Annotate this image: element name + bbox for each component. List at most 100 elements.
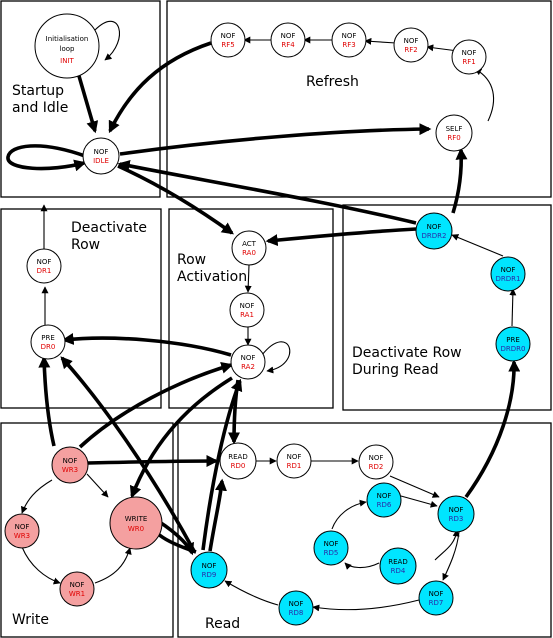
edge-rd9-ra2 <box>201 378 243 551</box>
svg-text:NOF: NOF <box>202 562 217 570</box>
state-rf1[interactable]: NOF RF1 <box>451 39 487 75</box>
state-wr3a[interactable]: NOF WR3 <box>51 446 89 484</box>
svg-text:NOF: NOF <box>37 258 52 266</box>
svg-text:RF2: RF2 <box>404 46 417 54</box>
edge-wr3b-wr1 <box>21 546 61 585</box>
edge-drdr0-drdr1 <box>509 288 517 327</box>
edge-rd4-rd5 <box>344 562 380 570</box>
svg-text:RD0: RD0 <box>231 462 246 470</box>
edge-ra2-dr0 <box>61 333 232 357</box>
edge-rd5-rd6 <box>331 499 367 530</box>
svg-text:SELF: SELF <box>446 125 463 133</box>
svg-text:NOF: NOF <box>369 454 384 462</box>
state-drdr2[interactable]: NOF DRDR2 <box>415 212 453 250</box>
edge-rd3-rd7 <box>442 531 460 581</box>
svg-text:INIT: INIT <box>60 57 74 65</box>
state-ra2[interactable]: NOF RA2 <box>230 344 266 380</box>
edge-drdr2-rf0 <box>451 147 468 214</box>
state-dr1[interactable]: NOF DR1 <box>26 248 62 284</box>
state-wr1[interactable]: NOF WR1 <box>59 571 95 607</box>
edge-wr3a-wr3b <box>20 479 53 514</box>
state-idle[interactable]: NOF IDLE <box>82 137 120 175</box>
edge-rd9-rd0 <box>208 478 227 552</box>
svg-text:Initialisation: Initialisation <box>46 35 89 43</box>
svg-text:RD6: RD6 <box>377 501 392 509</box>
svg-text:loop: loop <box>60 45 76 53</box>
edge-drdr2-idle <box>117 159 417 225</box>
state-rd5[interactable]: NOF RD5 <box>313 530 349 566</box>
edge-init-self-loop <box>94 20 120 61</box>
edge-wr3a-wr0 <box>86 473 109 498</box>
svg-text:ACT: ACT <box>242 240 257 248</box>
region-box-startup <box>0 0 161 198</box>
edge-rd9-dr0 <box>60 356 196 552</box>
state-wr3b[interactable]: NOF WR3 <box>4 513 40 549</box>
state-ra0[interactable]: ACT RA0 <box>231 230 267 266</box>
edge-ra2-wr0 <box>129 376 233 499</box>
state-rd8[interactable]: NOF RD8 <box>278 590 314 626</box>
state-rd9[interactable]: NOF RD9 <box>190 551 228 589</box>
svg-text:RA0: RA0 <box>242 249 256 257</box>
svg-text:RF3: RF3 <box>342 41 355 49</box>
state-rf2[interactable]: NOF RF2 <box>393 27 429 63</box>
svg-text:RD5: RD5 <box>324 549 339 557</box>
svg-text:NOF: NOF <box>281 32 296 40</box>
edge-drdr1-drdr2 <box>451 234 504 257</box>
svg-text:RD4: RD4 <box>391 567 406 575</box>
state-dr0[interactable]: PRE DR0 <box>30 324 66 360</box>
state-rd0[interactable]: READ RD0 <box>219 442 257 480</box>
svg-text:RA1: RA1 <box>240 311 254 319</box>
svg-text:PRE: PRE <box>41 334 55 342</box>
edge-init-idle <box>77 75 99 134</box>
state-ra1[interactable]: NOF RA1 <box>229 292 265 328</box>
state-rd1[interactable]: NOF RD1 <box>276 443 312 479</box>
svg-text:DRDR1: DRDR1 <box>496 275 521 283</box>
svg-text:NOF: NOF <box>427 223 442 231</box>
edge-idle-self-loop <box>6 144 87 172</box>
svg-text:RA2: RA2 <box>241 363 255 371</box>
svg-text:NOF: NOF <box>404 37 419 45</box>
svg-text:DR0: DR0 <box>41 343 56 351</box>
edge-wr1-wr0 <box>94 547 132 584</box>
state-init[interactable]: Initialisation loop INIT <box>34 13 100 79</box>
svg-text:RF4: RF4 <box>281 41 295 49</box>
svg-text:NOF: NOF <box>94 148 109 156</box>
state-rd6[interactable]: NOF RD6 <box>366 482 402 518</box>
state-drdr1[interactable]: NOF DRDR1 <box>490 256 526 292</box>
edge-rd8-rd9 <box>224 580 279 606</box>
svg-text:NOF: NOF <box>449 506 464 514</box>
svg-text:DRDR0: DRDR0 <box>501 345 526 353</box>
edge-drdr2-ra0 <box>265 227 417 247</box>
edge-rf2-rf3 <box>364 37 397 45</box>
state-rf4[interactable]: NOF RF4 <box>270 22 306 58</box>
region-box-read <box>177 422 552 638</box>
state-rd2[interactable]: NOF RD2 <box>358 444 394 480</box>
svg-text:NOF: NOF <box>240 302 255 310</box>
state-rf3[interactable]: NOF RF3 <box>331 22 367 58</box>
state-rd7[interactable]: NOF RD7 <box>418 580 454 616</box>
state-rd4[interactable]: READ RD4 <box>379 547 417 585</box>
state-drdr0[interactable]: PRE DRDR0 <box>495 326 531 362</box>
edge-rd6-rd3 <box>400 495 438 508</box>
svg-text:RD8: RD8 <box>289 609 304 617</box>
svg-text:NOF: NOF <box>70 581 85 589</box>
svg-text:WR0: WR0 <box>128 525 144 533</box>
svg-text:NOF: NOF <box>241 354 256 362</box>
edge-rf0-rf1 <box>474 68 495 122</box>
svg-text:RD1: RD1 <box>287 462 302 470</box>
svg-text:RF1: RF1 <box>462 58 475 66</box>
svg-text:RD7: RD7 <box>429 599 444 607</box>
state-rf0[interactable]: SELF RF0 <box>435 114 473 152</box>
svg-text:DR1: DR1 <box>37 267 52 275</box>
svg-text:WR1: WR1 <box>69 590 85 598</box>
edge-ra2-self-loop <box>261 341 291 374</box>
state-wr0[interactable]: WRITE WR0 <box>109 496 163 550</box>
svg-text:RF5: RF5 <box>221 41 234 49</box>
state-rf5[interactable]: NOF RF5 <box>210 22 246 58</box>
svg-text:READ: READ <box>388 558 407 566</box>
thick-transitions <box>6 41 521 556</box>
state-rd3[interactable]: NOF RD3 <box>437 495 475 533</box>
region-box-deactivate-row <box>0 208 162 409</box>
